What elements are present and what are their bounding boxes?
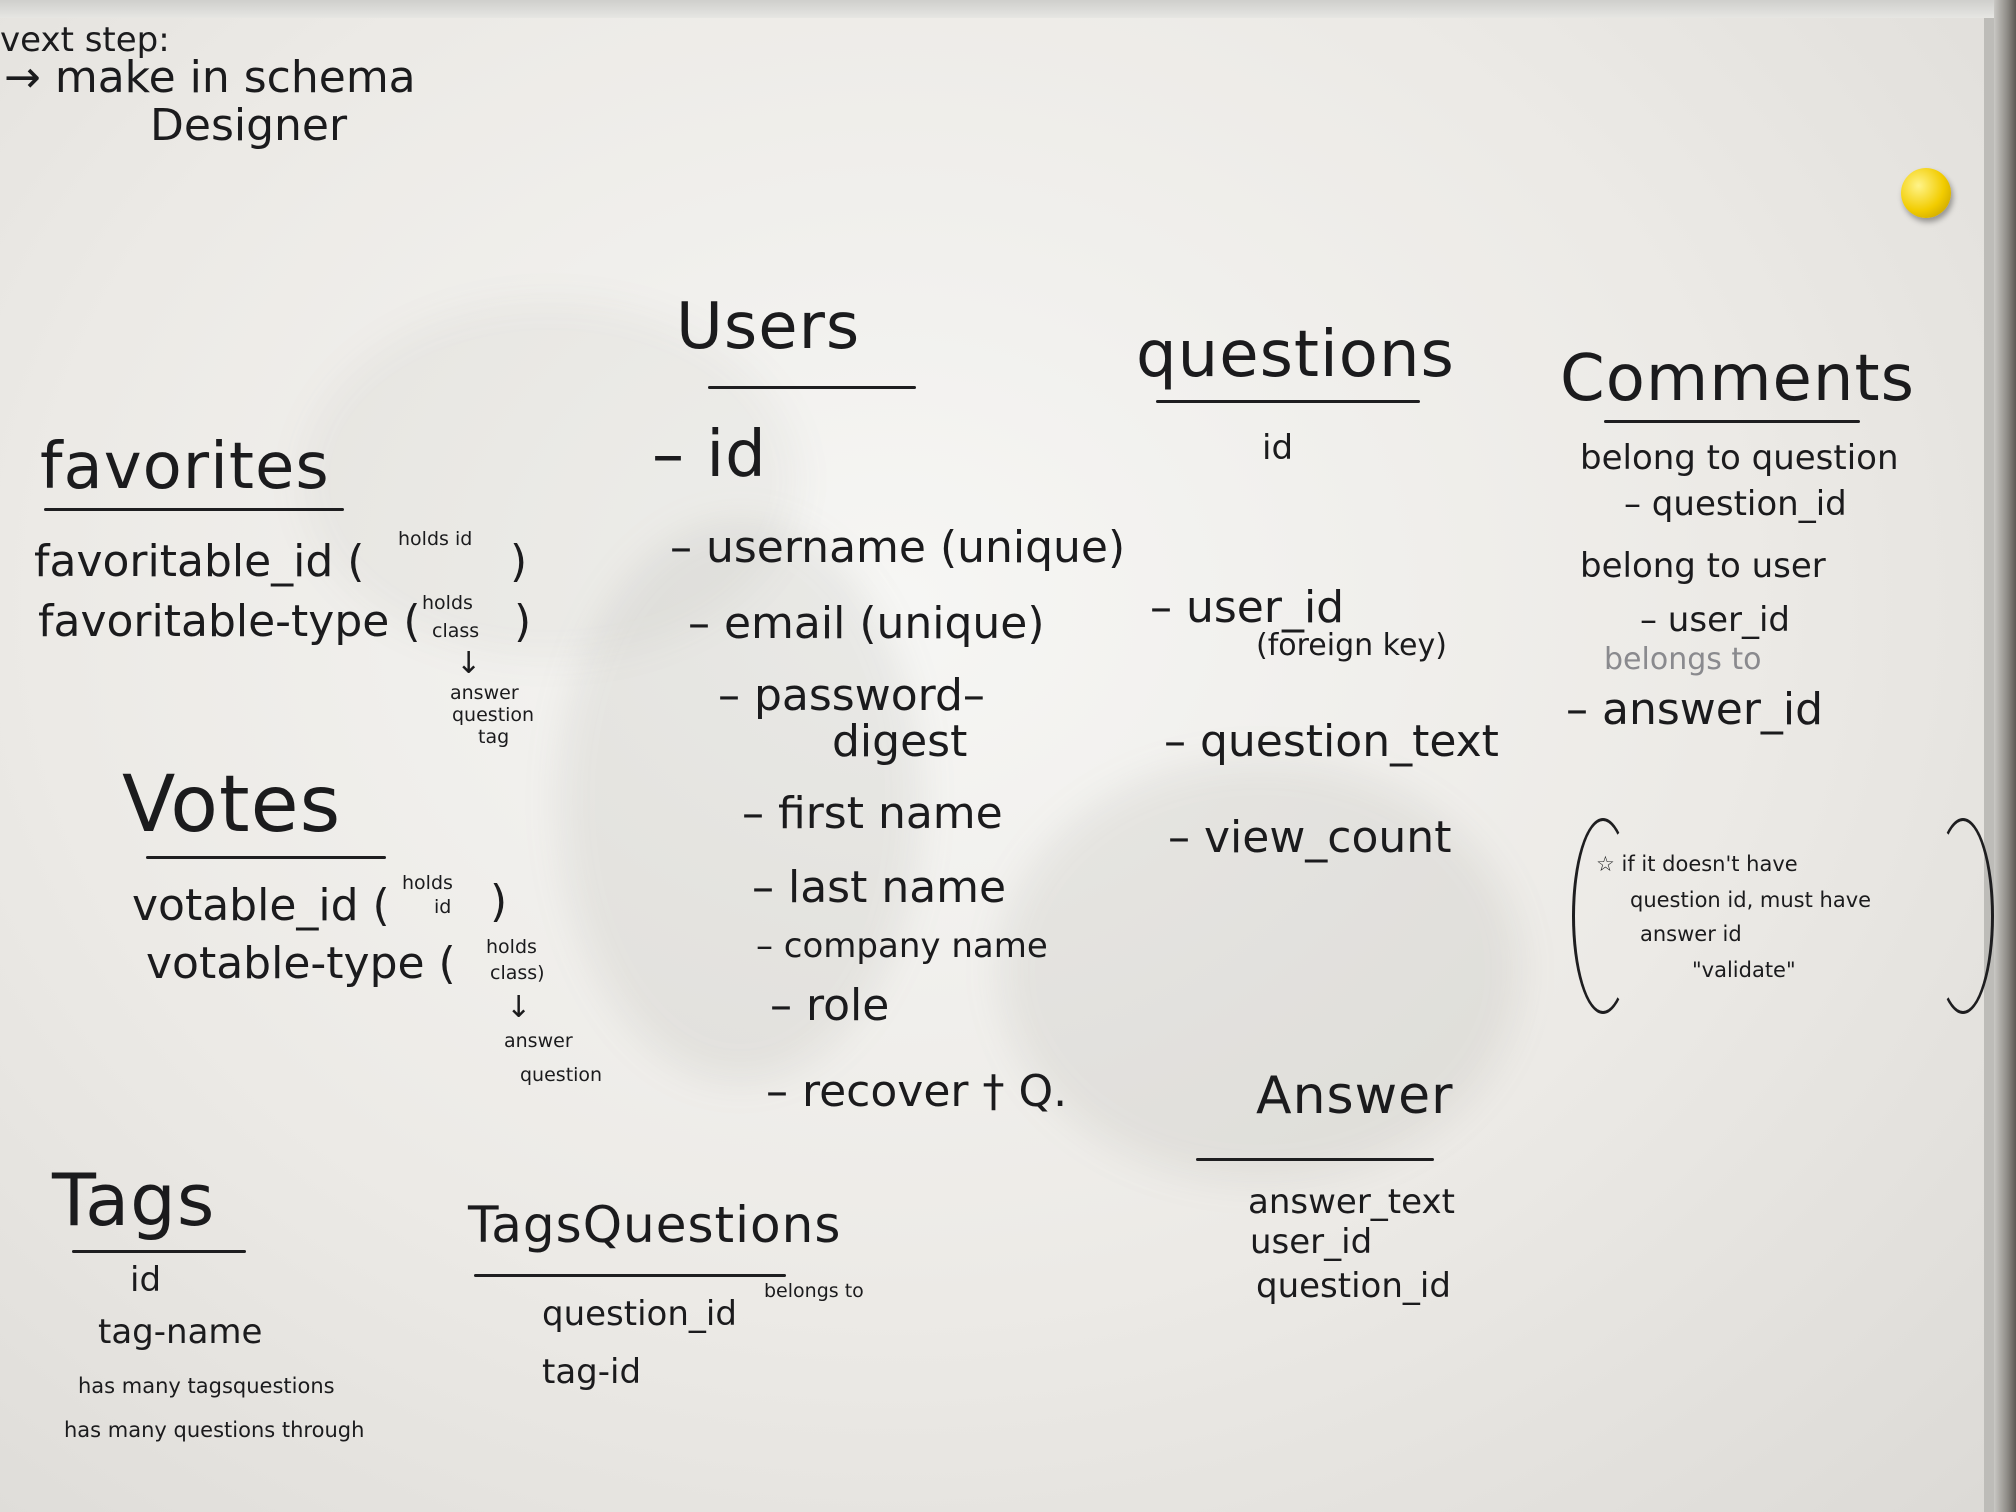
tagsquestions-field: question_id bbox=[542, 1294, 737, 1334]
favorites-field: holds id bbox=[398, 528, 473, 550]
answer-field: answer_text bbox=[1248, 1182, 1455, 1222]
votes-field: votable_id ( bbox=[132, 880, 390, 931]
favorites-field: holds bbox=[422, 592, 473, 614]
questions-field: – view_count bbox=[1168, 812, 1452, 863]
note-brace-left bbox=[1572, 818, 1634, 1014]
comments-title: Comments bbox=[1560, 342, 1915, 416]
yellow-magnet bbox=[1901, 168, 1951, 218]
comments-field: belong to user bbox=[1580, 546, 1826, 586]
users-field: – first name bbox=[742, 788, 1003, 839]
whiteboard-frame-right bbox=[1994, 0, 2016, 1512]
users-field: digest bbox=[832, 716, 968, 767]
answer-underline bbox=[1196, 1158, 1434, 1161]
comments-field: belongs to bbox=[1604, 642, 1762, 677]
comments-note: answer id bbox=[1640, 922, 1742, 946]
users-field: – recover † Q. bbox=[766, 1066, 1068, 1117]
comments-note: ☆ if it doesn't have bbox=[1596, 852, 1798, 876]
tags-title: Tags bbox=[52, 1158, 216, 1242]
comments-field: – question_id bbox=[1624, 484, 1847, 524]
votes-field: holds bbox=[486, 936, 537, 958]
favorites-underline bbox=[44, 508, 344, 511]
votes-field: answer bbox=[504, 1030, 573, 1052]
users-field: – id bbox=[652, 418, 767, 492]
votes-field: votable-type ( bbox=[146, 938, 456, 989]
note-brace-right bbox=[1932, 818, 1994, 1014]
favorites-field: class bbox=[432, 620, 480, 642]
tagsquestions-field: tag-id bbox=[542, 1352, 642, 1392]
favorites-field: ↓ bbox=[456, 646, 482, 681]
tags-field: has many questions through bbox=[64, 1418, 365, 1442]
questions-underline bbox=[1156, 400, 1420, 403]
votes-field: ↓ bbox=[506, 990, 532, 1025]
favorites-field: favoritable-type ( bbox=[38, 596, 421, 647]
questions-field: (foreign key) bbox=[1256, 628, 1447, 663]
questions-title: questions bbox=[1136, 318, 1455, 392]
tags-field: tag-name bbox=[98, 1312, 263, 1352]
favorites-field: answer bbox=[450, 682, 519, 704]
tags-field: id bbox=[130, 1260, 162, 1300]
users-field: – password– bbox=[718, 670, 985, 721]
note-line-3: Designer bbox=[150, 100, 348, 151]
answer-field: user_id bbox=[1250, 1222, 1373, 1262]
favorites-field: ) bbox=[514, 596, 532, 647]
questions-field: id bbox=[1262, 428, 1294, 468]
answer-title: Answer bbox=[1256, 1066, 1454, 1126]
comments-field: belong to question bbox=[1580, 438, 1899, 478]
favorites-field: favoritable_id ( bbox=[34, 536, 365, 587]
tagsquestions-underline bbox=[474, 1274, 786, 1277]
votes-underline bbox=[146, 856, 386, 859]
favorites-field: tag bbox=[478, 726, 510, 748]
votes-field: holds bbox=[402, 872, 453, 894]
tagsquestions-field: belongs to bbox=[764, 1280, 864, 1302]
comments-note: question id, must have bbox=[1630, 888, 1872, 912]
tagsquestions-title: TagsQuestions bbox=[468, 1196, 842, 1254]
note-line-1: vext step: bbox=[0, 20, 170, 60]
favorites-field: ) bbox=[510, 536, 528, 587]
users-underline bbox=[708, 386, 916, 389]
comments-field: – answer_id bbox=[1566, 684, 1824, 735]
comments-note: "validate" bbox=[1692, 958, 1796, 982]
votes-field: class) bbox=[490, 962, 545, 984]
tags-field: has many tagsquestions bbox=[78, 1374, 335, 1398]
answer-field: question_id bbox=[1256, 1266, 1451, 1306]
questions-field: – user_id bbox=[1150, 582, 1345, 633]
votes-field: ) bbox=[490, 876, 508, 927]
votes-field: question bbox=[520, 1064, 603, 1086]
favorites-title: favorites bbox=[40, 430, 330, 504]
note-line-2: → make in schema bbox=[4, 52, 416, 103]
comments-field: – user_id bbox=[1640, 600, 1790, 640]
users-field: – username (unique) bbox=[670, 522, 1126, 573]
questions-field: – question_text bbox=[1164, 716, 1499, 767]
votes-field: id bbox=[434, 896, 452, 918]
users-field: – last name bbox=[752, 862, 1007, 913]
users-field: – role bbox=[770, 980, 890, 1031]
tags-underline bbox=[72, 1250, 246, 1253]
users-field: – company name bbox=[756, 926, 1048, 966]
whiteboard-frame-top bbox=[0, 0, 2016, 18]
favorites-field: question bbox=[452, 704, 535, 726]
users-field: – email (unique) bbox=[688, 598, 1045, 649]
votes-title: Votes bbox=[122, 760, 342, 850]
users-title: Users bbox=[676, 290, 861, 364]
comments-underline bbox=[1604, 420, 1860, 423]
